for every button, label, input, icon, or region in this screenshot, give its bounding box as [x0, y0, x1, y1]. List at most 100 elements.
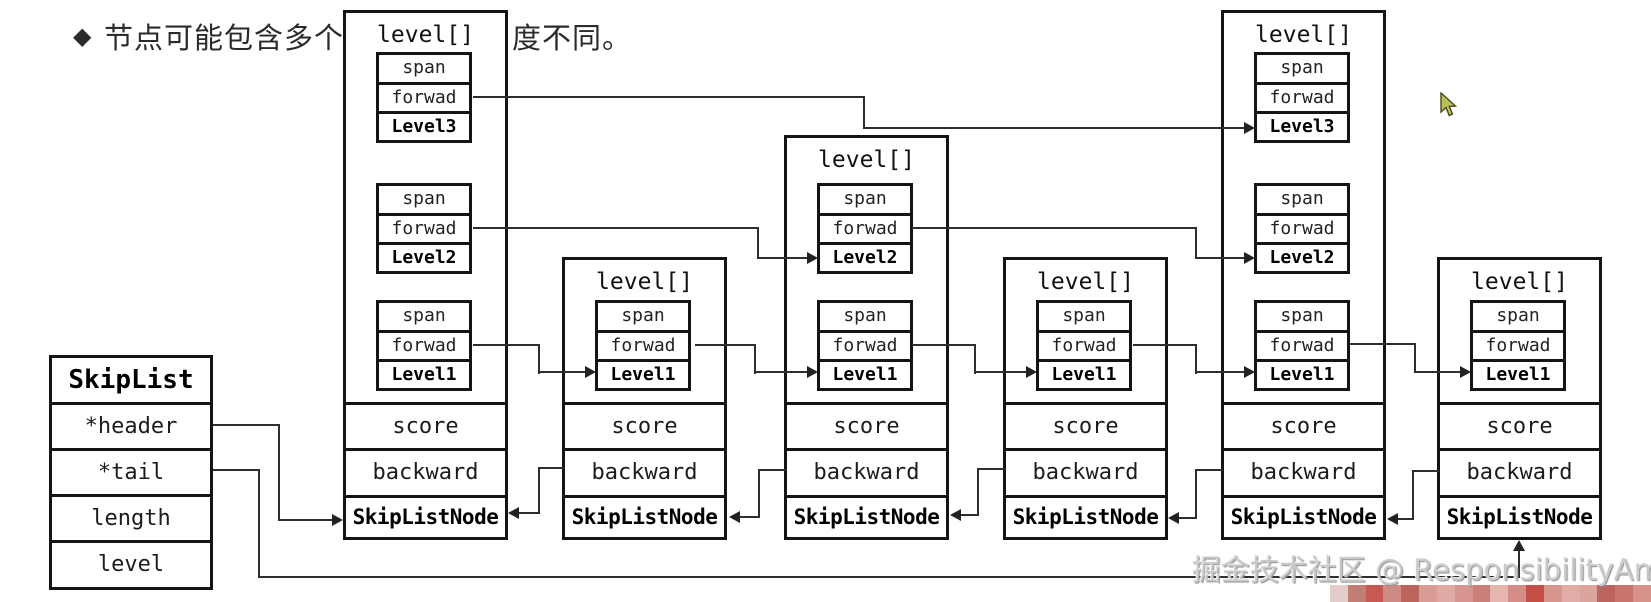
arrowhead: [508, 507, 519, 519]
forward-pointer-cell: forwad: [820, 213, 910, 242]
arrowhead: [729, 511, 740, 523]
connector-line: [757, 227, 759, 259]
strip-block: [1633, 585, 1651, 602]
node-title: level[]: [1471, 269, 1568, 295]
connector-line: [1195, 469, 1223, 471]
arrowhead: [332, 514, 343, 526]
connector-line: [538, 467, 564, 469]
forward-pointer-cell: forwad: [1257, 213, 1347, 242]
heading-text-left: 节点可能包含多个: [104, 21, 345, 55]
span-cell: span: [402, 305, 446, 326]
level-label-cell: Level2: [379, 242, 469, 271]
bullet-diamond-icon: ◆: [73, 22, 93, 50]
connector-line: [974, 371, 1029, 373]
connector-line: [1195, 227, 1197, 259]
connector-line: [863, 96, 865, 129]
forward-pointer-cell: forwad: [820, 330, 910, 359]
connector-line: [1195, 344, 1197, 374]
connector-line: [977, 468, 1005, 470]
level-label-cell: Level2: [820, 242, 910, 271]
connector-line: [1414, 343, 1416, 373]
strip-block: [1615, 585, 1634, 602]
node-footer-cell: SkipListNode: [1006, 495, 1165, 537]
strip-block: [1436, 585, 1455, 602]
level-label-cell: Level1: [1257, 359, 1347, 388]
connector-line: [517, 512, 540, 514]
connector-line: [754, 371, 810, 373]
arrowhead: [1244, 366, 1255, 378]
level-label-cell: Level1: [820, 359, 910, 388]
arrowhead: [950, 509, 961, 521]
backward-cell: backward: [565, 448, 724, 495]
node-footer-cell: SkipListNode: [1224, 495, 1383, 537]
arrowhead: [1026, 366, 1037, 378]
skiplist-field-level: level: [52, 540, 210, 587]
strip-block: [1365, 585, 1384, 602]
backward-cell: backward: [1006, 448, 1165, 495]
mouse-pointer-icon: [1440, 92, 1458, 117]
watermark: 掘金技术社区 @ ResponsibilityAmbiti: [1192, 553, 1651, 587]
heading-text-right: 度不同。: [512, 21, 633, 55]
strip-block: [1561, 585, 1580, 602]
connector-line: [1195, 371, 1247, 373]
connector-line: [959, 514, 979, 516]
color-strip: [1330, 585, 1651, 602]
span-cell: span: [1496, 305, 1540, 326]
connector-line: [974, 344, 976, 374]
span-cell: span: [1280, 305, 1324, 326]
connector-line: [213, 469, 259, 471]
arrowhead: [1460, 366, 1471, 378]
arrowhead: [807, 366, 818, 378]
arrowhead: [1513, 540, 1525, 551]
connector-line: [278, 519, 335, 521]
strip-block: [1383, 585, 1402, 602]
connector-line: [1414, 371, 1463, 373]
backward-cell: backward: [1224, 448, 1383, 495]
connector-line: [754, 344, 756, 374]
span-cell: span: [843, 188, 887, 209]
level-label-cell: Level3: [1257, 111, 1347, 140]
connector-line: [912, 227, 1197, 229]
forward-pointer-cell: forwad: [1039, 330, 1129, 359]
arrowhead: [1244, 252, 1255, 264]
connector-line: [1412, 470, 1414, 520]
span-cell: span: [621, 305, 665, 326]
node-title: level[]: [1037, 269, 1134, 295]
connector-line: [1412, 470, 1439, 472]
strip-block: [1508, 585, 1527, 602]
skiplist-struct-box: SkipList *header *tail length level: [49, 355, 213, 590]
score-cell: score: [346, 402, 505, 448]
span-cell: span: [402, 188, 446, 209]
connector-line: [977, 468, 979, 516]
level-label-cell: Level2: [1257, 242, 1347, 271]
node-footer-cell: SkipListNode: [346, 495, 505, 537]
connector-line: [1518, 549, 1520, 578]
connector-line: [278, 424, 280, 521]
connector-line: [863, 127, 1247, 129]
forward-pointer-cell: forwad: [379, 82, 469, 111]
forward-pointer-cell: forwad: [1257, 330, 1347, 359]
connector-line: [695, 344, 756, 346]
skiplist-field-length: length: [52, 494, 210, 540]
strip-block: [1526, 585, 1544, 602]
level-label-cell: Level1: [379, 359, 469, 388]
forward-pointer-cell: forwad: [1257, 82, 1347, 111]
strip-block: [1543, 585, 1562, 602]
connector-line: [1133, 344, 1197, 346]
connector-line: [912, 344, 976, 346]
node-footer-cell: SkipListNode: [565, 495, 724, 537]
score-cell: score: [565, 402, 724, 448]
